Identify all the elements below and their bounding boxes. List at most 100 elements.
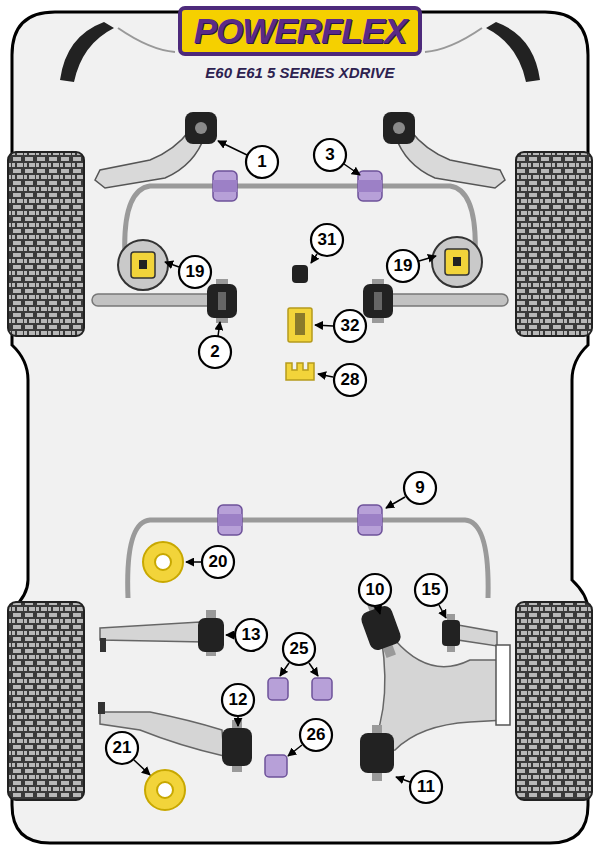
- small-bushing: [292, 265, 308, 283]
- callout-text: 21: [104, 730, 140, 766]
- bushing-band: [218, 514, 242, 526]
- purple-bushing: [268, 678, 288, 700]
- pillar-shape: [60, 22, 114, 82]
- callout-number: 2: [197, 334, 233, 370]
- callout-number: 20: [200, 544, 236, 580]
- callout-text: 20: [200, 544, 236, 580]
- leader-arrow: [419, 256, 436, 261]
- bushing-highlight: [374, 292, 382, 310]
- leader-arrow: [396, 777, 410, 782]
- wheel: [8, 602, 84, 800]
- callout-number: 1: [244, 144, 280, 180]
- yellow-ring: [145, 770, 185, 810]
- callout-number: 12: [220, 682, 256, 718]
- insert-slot: [295, 313, 305, 335]
- top-mount: [118, 240, 168, 290]
- callout-text: 32: [332, 308, 368, 344]
- leader-lines: [134, 141, 446, 782]
- callout-text: 15: [413, 572, 449, 608]
- callout-number: 26: [298, 717, 334, 753]
- purple-bushing: [312, 678, 332, 700]
- black-bushing: [207, 284, 237, 318]
- callout-text: 25: [281, 631, 317, 667]
- black-bushing: [222, 728, 252, 766]
- hub-carrier: [496, 645, 510, 725]
- tension-strut: [92, 294, 222, 306]
- yellow-ring: [143, 542, 183, 582]
- leader-arrow: [386, 497, 405, 508]
- callout-number: 19: [177, 254, 213, 290]
- diagram-title: E60 E61 5 SERIES XDRIVE: [0, 64, 600, 81]
- callout-text: 10: [357, 572, 393, 608]
- top-mount-core: [453, 257, 461, 266]
- black-bushing: [360, 733, 394, 773]
- leader-arrow: [309, 663, 318, 676]
- pillar-shape: [486, 22, 540, 82]
- leader-arrow: [186, 561, 201, 563]
- ring-hole: [155, 554, 171, 570]
- leader-arrow: [344, 164, 360, 175]
- leader-arrow: [218, 141, 247, 155]
- bushing-bolt: [195, 122, 207, 134]
- black-bushing: [359, 604, 403, 653]
- callout-number: 21: [104, 730, 140, 766]
- purple-bushing: [265, 755, 287, 777]
- callout-number: 28: [332, 362, 368, 398]
- leader-arrow: [237, 717, 239, 726]
- black-bushing: [442, 620, 460, 646]
- leader-arrow: [288, 745, 302, 756]
- brand-logo: POWERFLEX: [178, 6, 422, 56]
- callout-text: 3: [312, 137, 348, 173]
- callout-number: 3: [312, 137, 348, 173]
- black-bushing: [383, 112, 415, 144]
- ring-hole: [157, 782, 173, 798]
- leader-arrow: [378, 607, 380, 614]
- top-mount: [432, 237, 482, 287]
- black-bushing: [198, 618, 224, 652]
- leader-arrow: [218, 322, 220, 336]
- callout-number: 15: [413, 572, 449, 608]
- leader-arrow: [315, 325, 333, 326]
- leader-arrow: [165, 262, 179, 267]
- callout-text: 19: [385, 248, 421, 284]
- top-mount-insert: [131, 252, 155, 278]
- logo-text: POWERFLEX: [194, 11, 407, 51]
- bushing-band: [358, 514, 382, 526]
- wheel: [8, 152, 84, 336]
- leader-arrow: [226, 634, 234, 636]
- purple-bushing: [213, 171, 237, 201]
- callout-number: 19: [385, 248, 421, 284]
- anti-roll-bar: [125, 186, 476, 258]
- leader-arrow: [318, 374, 333, 377]
- yellow-u-insert: [286, 363, 314, 380]
- callout-text: 28: [332, 362, 368, 398]
- callout-number: 10: [357, 572, 393, 608]
- leader-arrow: [311, 254, 317, 263]
- wheel: [516, 152, 592, 336]
- callout-number: 11: [408, 769, 444, 805]
- front-left-parts: [92, 112, 237, 323]
- body-line: [118, 28, 175, 52]
- tension-strut: [378, 294, 508, 306]
- callout-number: 9: [402, 470, 438, 506]
- callout-number: 31: [309, 222, 345, 258]
- purple-bushing: [218, 505, 242, 535]
- bushing-band: [358, 180, 382, 192]
- callout-number: 25: [281, 631, 317, 667]
- bushing-bolt: [393, 122, 405, 134]
- callout-text: 26: [298, 717, 334, 753]
- top-mount-core: [139, 260, 147, 269]
- yellow-insert: [288, 308, 312, 342]
- leader-arrow: [439, 605, 446, 618]
- callout-text: 11: [408, 769, 444, 805]
- rear-link: [100, 622, 205, 642]
- leader-arrow: [134, 760, 150, 775]
- callout-text: 31: [309, 222, 345, 258]
- callout-number: 13: [233, 617, 269, 653]
- callout-number: 32: [332, 308, 368, 344]
- link-pin: [100, 638, 106, 652]
- callout-text: 12: [220, 682, 256, 718]
- bushing-highlight: [218, 292, 226, 310]
